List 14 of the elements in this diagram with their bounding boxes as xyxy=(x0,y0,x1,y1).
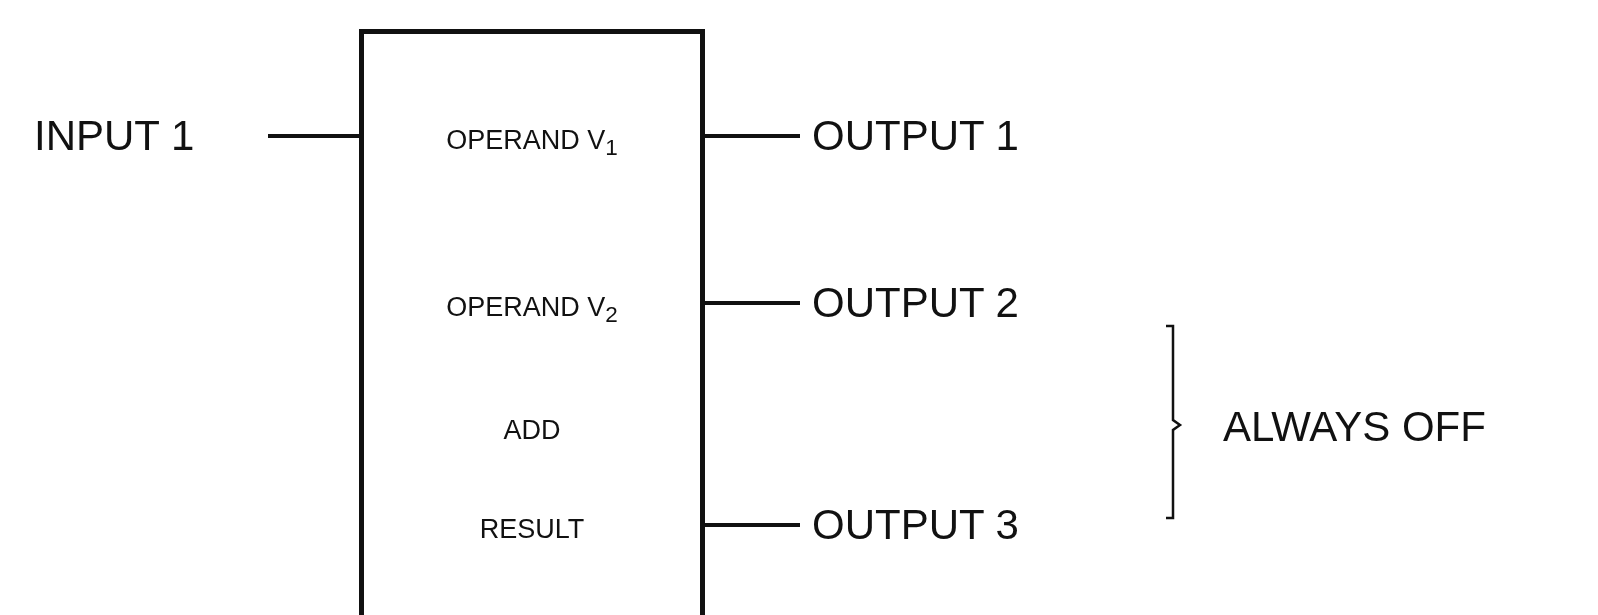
note-label: ALWAYS OFF xyxy=(1223,406,1486,448)
block-text: OPERAND V$_{2}$ xyxy=(445,294,619,327)
connector-line xyxy=(705,134,800,138)
signal-label: OUTPUT 2 xyxy=(812,282,1019,324)
signal-label: INPUT 1 xyxy=(34,115,195,157)
block-text: RESULT xyxy=(478,516,586,543)
connector-line xyxy=(268,134,359,138)
connector-line xyxy=(705,523,800,527)
signal-label: OUTPUT 3 xyxy=(812,504,1019,546)
function-block xyxy=(359,29,705,615)
block-text: ADD xyxy=(502,417,562,444)
signal-label: OUTPUT 1 xyxy=(812,115,1019,157)
block-text: OPERAND V$_{1}$ xyxy=(445,127,619,160)
connector-line xyxy=(705,301,800,305)
